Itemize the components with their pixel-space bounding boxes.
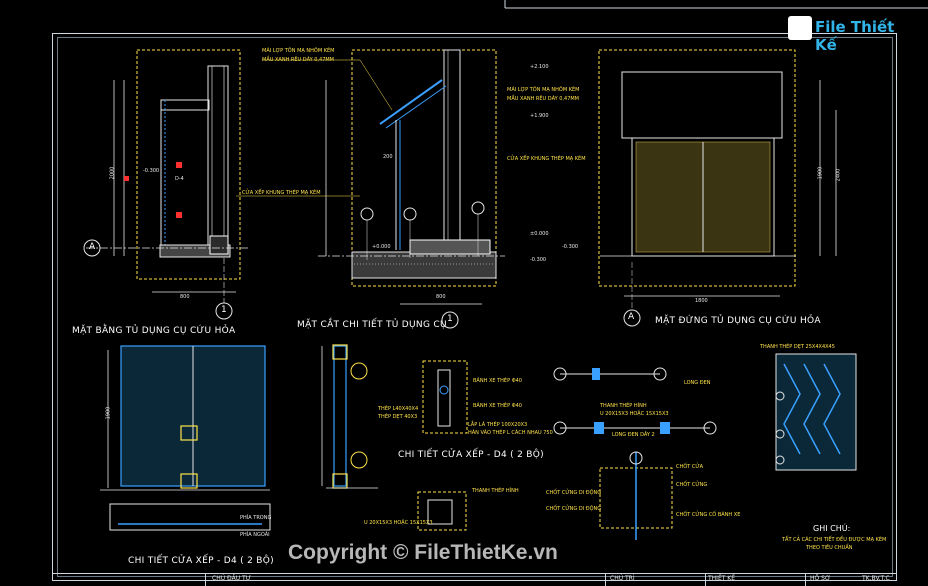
title-block-divider xyxy=(205,573,206,586)
note-steel-u: U 20X15X3 HOẶC 15X15X3 xyxy=(600,411,669,417)
drawing-frame xyxy=(52,33,897,581)
dim-elev-width: 1800 xyxy=(695,298,708,304)
note-chain: LONG ĐEN DÂY 2 xyxy=(612,432,655,438)
note-wheel-1: BÁNH XE THÉP Φ40 xyxy=(473,378,522,384)
elevation-view-title: MẶT ĐỨNG TỦ DỤNG CỤ CỨU HỎA xyxy=(655,316,821,326)
logo-text: File Thiết Kế xyxy=(815,18,895,54)
door-detail-elevation xyxy=(100,345,271,531)
title-block-divider xyxy=(705,573,706,586)
level-mark-6: -0.300 xyxy=(562,244,579,250)
axis-a-marker-plan: A xyxy=(89,242,96,252)
notes-heading: GHI CHÚ: xyxy=(813,524,851,533)
note-wheel-2: BÁNH XE THÉP Φ40 xyxy=(473,403,522,409)
note-lock-3: CHỐT CỬNG DI ĐỘNG xyxy=(546,490,602,496)
level-mark-7: -0.300 xyxy=(143,168,160,174)
title-block-divider xyxy=(605,573,606,586)
logo-badge-icon xyxy=(788,16,812,40)
axis-1-marker-section: 1 xyxy=(447,314,453,324)
axis-a-marker-elevation: A xyxy=(628,312,635,322)
section-door-note: CỬA XẾP KHUNG THÉP MẠ KẼM xyxy=(242,190,321,196)
note-steel-flat: THÉP DẸT 40X3 xyxy=(378,414,418,420)
note-outside: PHÍA NGOÀI xyxy=(240,532,270,538)
door-detail-title-2: CHI TIẾT CỬA XẾP - D4 ( 2 BỘ) xyxy=(398,450,544,460)
note-hinge: LONG ĐEN xyxy=(684,380,711,386)
section-view xyxy=(236,49,505,329)
dim-door-height: 1900 xyxy=(105,406,112,420)
note-bar: THANH THÉP HÌNH xyxy=(472,488,519,494)
title-block-file: HỒ SƠ xyxy=(810,575,831,582)
title-block-divider xyxy=(805,573,806,586)
note-bar-size: U 20X15X3 HOẶC 15X15X3 xyxy=(364,520,433,526)
copyright-watermark: Copyright © FileThietKe.vn xyxy=(288,541,558,564)
dim-section-width: 800 xyxy=(436,294,446,300)
title-block-code: TK.BV.T.C xyxy=(862,575,890,582)
notes-line-2: THEO TIÊU CHUẨN xyxy=(806,545,853,551)
plan-view xyxy=(83,49,250,320)
door-side-section xyxy=(321,344,378,489)
title-block-line xyxy=(52,573,897,574)
wheel-detail xyxy=(417,360,468,531)
title-block-owner: CHỦ ĐẦU TƯ xyxy=(212,575,251,582)
dim-elev-height: 1900 xyxy=(817,166,824,180)
dim-plan-width: 800 xyxy=(180,294,190,300)
level-mark-4: -0.300 xyxy=(530,257,547,263)
dim-elev-height-2: 2400 xyxy=(835,168,842,182)
note-lock-5: CHỐT CỬNG DI ĐỘNG xyxy=(546,506,602,512)
level-mark-3: ±0.000 xyxy=(530,231,549,237)
note-lock-1: CHỐT CỬA xyxy=(676,464,704,470)
note-frame-v: THANH THÉP HÌNH xyxy=(600,403,647,409)
notes-line-1: TẤT CẢ CÁC CHI TIẾT ĐỀU ĐƯỢC MẠ KẼM xyxy=(782,537,887,543)
note-inside: PHÍA TRONG xyxy=(240,515,272,521)
note-lock-4: CHỐT CỬNG CỐ BÁNH XE xyxy=(676,512,741,518)
note-tube: THANH THÉP DẸT 25X4X4X45 xyxy=(760,344,835,350)
section-roof-note-1: MÁI LỢP TÔN MẠ NHÔM KẼM xyxy=(262,48,335,54)
scissor-gate-detail xyxy=(775,353,857,471)
door-detail-title: CHI TIẾT CỬA XẾP - D4 ( 2 BỘ) xyxy=(128,556,274,566)
door-tag: D-4 xyxy=(175,176,184,182)
logo: File Thiết Kế xyxy=(788,14,900,54)
level-mark-5: +0.000 xyxy=(372,244,391,250)
axis-1-marker-plan: 1 xyxy=(221,305,227,315)
note-weld: HÀN VÀO THÉP L CÁCH NHAU 750 xyxy=(468,430,553,436)
elevation-roof-note-1: MÁI LỢP TÔN MẠ NHÔM KẼM xyxy=(507,87,580,93)
section-roof-note-2: MẦU XANH RÊU DÀY 0,47MM xyxy=(262,57,334,63)
note-lock-2: CHỐT CỬNG xyxy=(676,482,708,488)
title-block-chief: CHỦ TRÌ xyxy=(610,575,635,582)
drawing-inner-frame xyxy=(57,37,893,577)
dim-200: 200 xyxy=(383,154,393,160)
hinge-details xyxy=(553,367,717,540)
section-view-title: MẶT CẮT CHI TIẾT TỦ DỤNG CỤ xyxy=(297,320,447,330)
level-mark-1: +2.100 xyxy=(530,64,549,70)
plan-view-title: MẶT BẰNG TỦ DỤNG CỤ CỨU HỎA xyxy=(72,326,236,336)
dim-plan-height: 2000 xyxy=(109,166,116,180)
note-lap: LẮP LÁ THÉP 100X20X3 xyxy=(468,422,528,428)
elevation-view xyxy=(598,49,837,327)
title-block-design: THIẾT KẾ xyxy=(708,575,736,582)
note-steel-l: THÉP L40X40X4 xyxy=(378,406,419,412)
elevation-roof-note-2: MẦU XANH RÊU DÀY 0,47MM xyxy=(507,96,579,102)
level-mark-2: +1.900 xyxy=(530,113,549,119)
elevation-door-note: CỬA XẾP KHUNG THÉP MẠ KẼM xyxy=(507,156,586,162)
